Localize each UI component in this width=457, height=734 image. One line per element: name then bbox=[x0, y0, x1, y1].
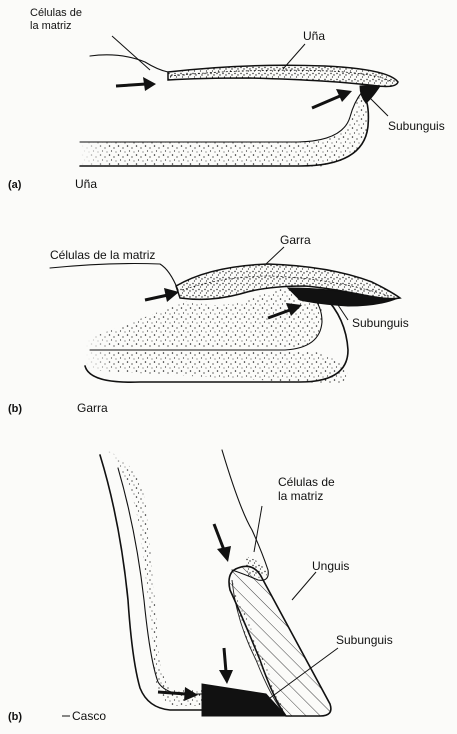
nail-matrix-leader bbox=[112, 36, 150, 70]
claw-plate-label: Garra bbox=[280, 233, 311, 247]
nail-arrow-subunguis bbox=[312, 89, 352, 108]
nail-arrow-matrix bbox=[116, 77, 156, 91]
claw-panel-tag: (b) bbox=[8, 403, 22, 415]
panel-claw: Células de la matriz Garra Subunguis (b)… bbox=[8, 233, 409, 415]
hoof-unguis-leader bbox=[292, 572, 316, 600]
claw-subunguis-label: Subunguis bbox=[352, 316, 409, 330]
hoof-subunguis-label: Subunguis bbox=[336, 633, 393, 647]
nail-finger-inner-outline bbox=[80, 92, 362, 142]
nail-panel-caption: Uña bbox=[75, 177, 97, 191]
hoof-unguis-label: Unguis bbox=[312, 559, 349, 573]
hoof-panel-caption: Casco bbox=[72, 709, 106, 723]
hoof-arrow-top bbox=[214, 524, 231, 562]
claw-arrow-matrix bbox=[145, 288, 179, 302]
nail-skin-fold bbox=[90, 55, 168, 72]
nail-plate-label: Uña bbox=[303, 29, 325, 43]
hoof-panel-tag: (b) bbox=[8, 711, 22, 723]
nail-matrix-label: Células de la matriz bbox=[30, 7, 85, 32]
claw-panel-caption: Garra bbox=[77, 401, 108, 415]
hoof-arrow-sole-top bbox=[219, 648, 233, 684]
nail-subunguis-leader bbox=[370, 98, 388, 116]
claw-skin-fold bbox=[50, 264, 178, 291]
claw-plate-leader bbox=[266, 247, 284, 264]
claw-lower-stipple bbox=[85, 352, 348, 384]
claw-matrix-label: Células de la matriz bbox=[50, 248, 155, 262]
nail-subunguis-label: Subunguis bbox=[388, 119, 445, 133]
nail-panel-tag: (a) bbox=[8, 179, 22, 191]
panel-nail: Células de la matriz Uña Subunguis (a) U… bbox=[8, 7, 445, 191]
hoof-leg-outline-inner bbox=[118, 468, 202, 694]
hoof-matrix-label: Células de la matriz bbox=[278, 475, 338, 503]
panel-hoof: Células de la matriz Unguis Subunguis (b… bbox=[8, 445, 393, 723]
